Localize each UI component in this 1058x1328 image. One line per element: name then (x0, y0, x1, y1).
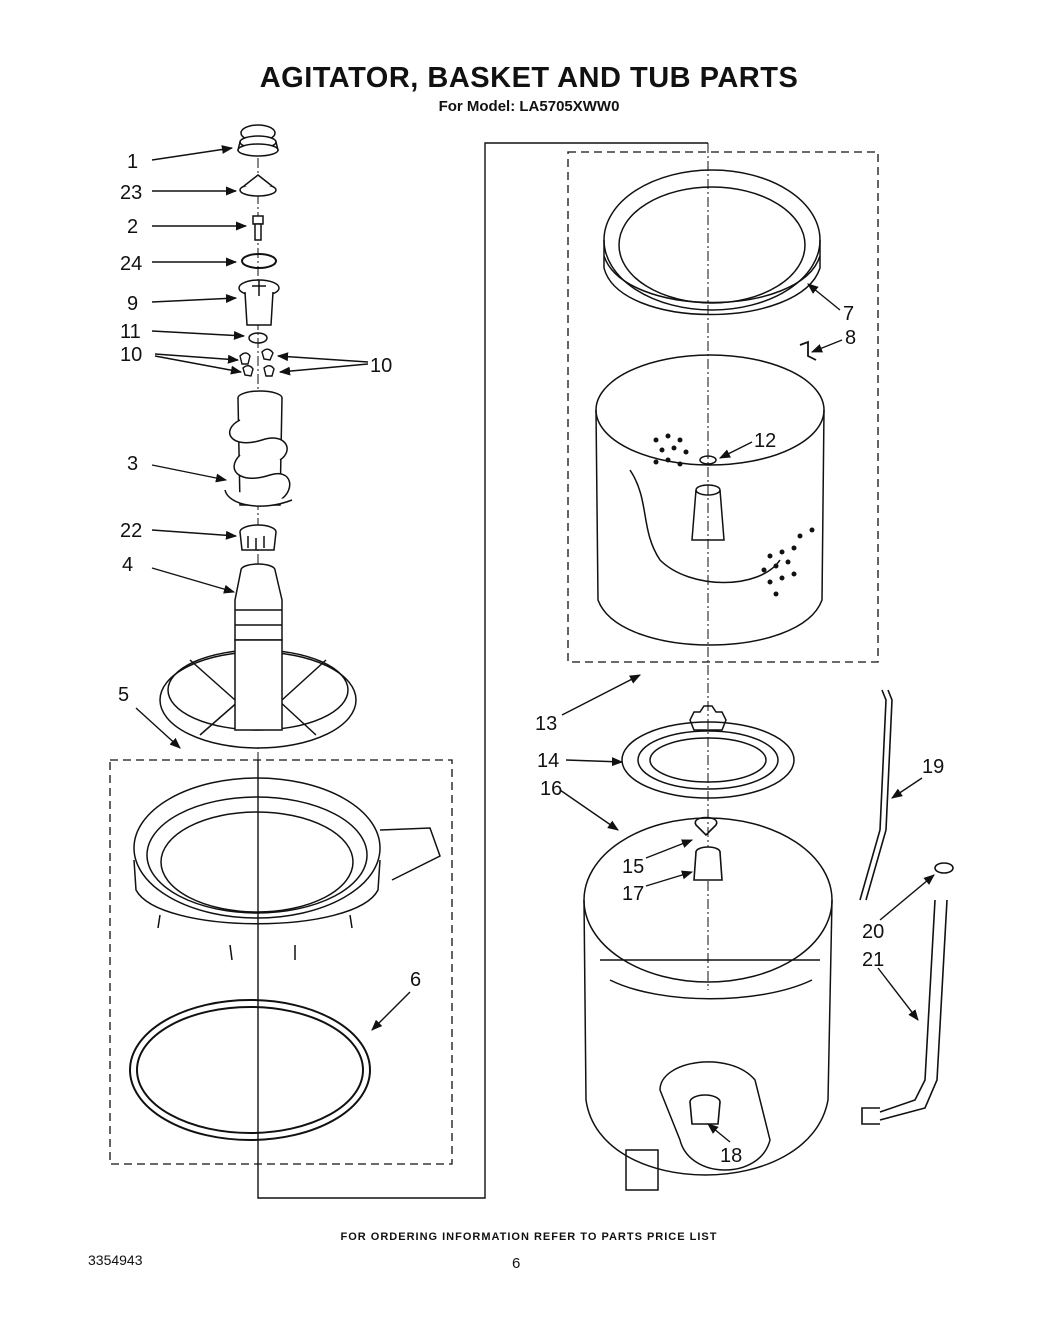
page-title: AGITATOR, BASKET AND TUB PARTS (259, 62, 799, 94)
callout-3: 3 (127, 453, 138, 475)
callout-15: 15 (622, 856, 644, 878)
drive-tube-seal (693, 846, 723, 881)
callout-2: 2 (127, 216, 138, 238)
callout-6: 6 (410, 969, 421, 991)
tub-clamp (694, 816, 718, 837)
callout-16: 16 (540, 778, 562, 800)
callout-19: 19 (922, 756, 944, 778)
agitator-cam (238, 279, 280, 326)
callout-17: 17 (622, 883, 644, 905)
callout-1: 1 (127, 151, 138, 173)
hose-clamp (934, 862, 954, 874)
agitator-cap (237, 124, 279, 157)
basket-base (159, 639, 357, 749)
callout-8: 8 (845, 327, 856, 349)
callout-11: 11 (120, 321, 141, 343)
callout-10-left: 10 (120, 344, 142, 366)
callout-13: 13 (535, 713, 557, 735)
callout-4: 4 (122, 554, 133, 576)
basket-drive-hub (234, 563, 283, 641)
basket-group-box (567, 151, 879, 663)
cap-insert (239, 174, 277, 197)
seal-ring (241, 253, 277, 269)
agitator-dogs (239, 348, 275, 377)
callout-18: 18 (720, 1145, 742, 1167)
drain-fitting (689, 1094, 721, 1125)
callout-10-right: 10 (370, 355, 392, 377)
outer-tub (583, 817, 833, 1191)
tub-gasket (129, 999, 371, 1141)
callout-12: 12 (754, 430, 776, 452)
document-number: 3354943 (88, 1252, 143, 1268)
callout-5: 5 (118, 684, 129, 706)
tub-ring (133, 777, 441, 961)
ring-clip (799, 340, 817, 361)
wash-basket (595, 354, 825, 646)
callout-24: 24 (120, 253, 142, 275)
page-number: 6 (512, 1255, 521, 1272)
drain-hose (861, 899, 948, 1125)
ordering-footer: FOR ORDERING INFORMATION REFER TO PARTS … (340, 1231, 718, 1243)
retainer-washer (248, 332, 268, 344)
callout-14: 14 (537, 750, 559, 772)
basket-holes (653, 433, 815, 597)
drive-bell-bearing (239, 524, 277, 551)
agitator-bolt (252, 215, 264, 241)
callout-9: 9 (127, 293, 138, 315)
callout-20: 20 (862, 921, 884, 943)
callout-22: 22 (120, 520, 142, 542)
tub-ring-group-box (109, 759, 453, 1165)
model-subtitle: For Model: LA5705XWW0 (438, 98, 620, 115)
siphon-break-hose (859, 689, 893, 901)
callout-7: 7 (843, 303, 854, 325)
callout-23: 23 (120, 182, 142, 204)
callout-21: 21 (862, 949, 884, 971)
balance-ring (603, 169, 821, 316)
agitator-barrel (224, 390, 293, 507)
